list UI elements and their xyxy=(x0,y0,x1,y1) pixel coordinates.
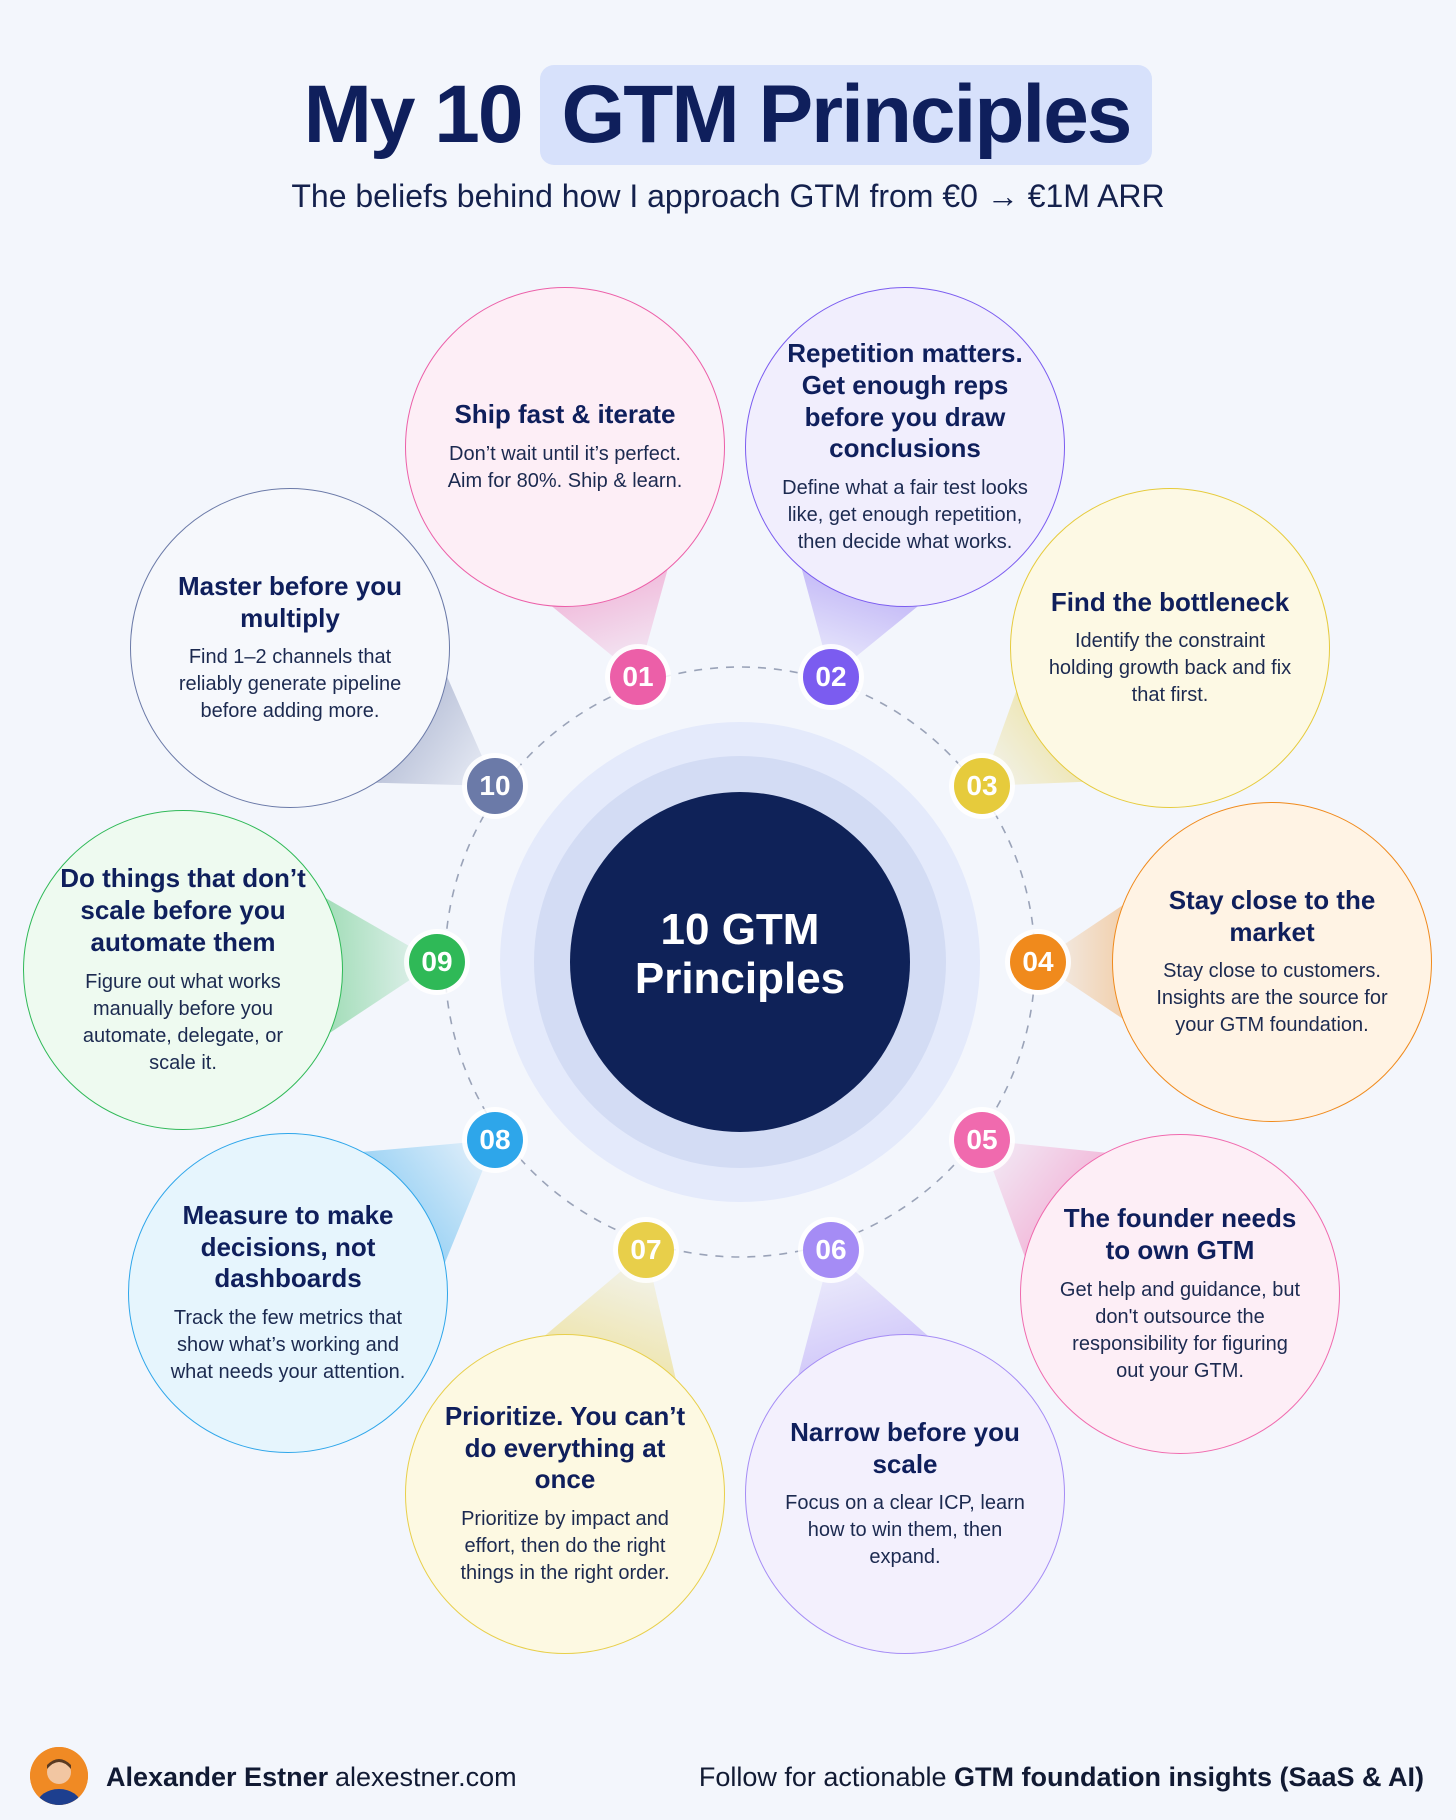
center-core xyxy=(570,792,910,1132)
principle-badge-05: 05 xyxy=(954,1112,1010,1168)
principle-description: Stay close to customers. Insights are th… xyxy=(1156,960,1388,1037)
principle-title: Prioritize. You can’t do everything at o… xyxy=(444,1400,686,1495)
principle-title: Find the bottleneck xyxy=(1050,586,1290,617)
page-subtitle: The beliefs behind how I approach GTM fr… xyxy=(291,178,1165,214)
principle-title: Master before you multiply xyxy=(178,570,402,633)
principle-badge-09: 09 xyxy=(409,934,465,990)
principle-description: Get help and guidance, but don't outsour… xyxy=(1059,1278,1301,1382)
title-prefix: My 10 xyxy=(303,69,524,160)
principle-title: Ship fast & iterate xyxy=(454,399,676,430)
principle-node-08: Measure to make decisions, not dashboard… xyxy=(128,1133,448,1453)
principle-node-09: Do things that don’t scale before you au… xyxy=(23,810,343,1130)
principle-description: Don’t wait until it’s perfect. Aim for 8… xyxy=(447,442,683,492)
follow-cta: Follow for actionable GTM foundation ins… xyxy=(699,1762,1424,1793)
title-highlight: GTM Principles xyxy=(539,65,1153,165)
principle-description: Prioritize by impact and effort, then do… xyxy=(460,1508,670,1585)
center-label: 10 GTM Principles xyxy=(570,905,910,1004)
principle-badge-07: 07 xyxy=(618,1222,674,1278)
principle-description: Define what a fair test looks like, get … xyxy=(782,476,1028,553)
principle-badge-02: 02 xyxy=(803,649,859,705)
author-name: Alexander Estner xyxy=(106,1762,329,1792)
page-title: My 10 GTM Principles xyxy=(0,60,1456,170)
principle-description: Figure out what works manually before yo… xyxy=(82,970,284,1074)
cta-prefix: Follow for actionable xyxy=(698,1762,947,1792)
principle-description: Find 1–2 channels that reliably generate… xyxy=(178,646,402,723)
principle-badge-06: 06 xyxy=(803,1222,859,1278)
principle-node-02: Repetition matters. Get enough reps befo… xyxy=(745,287,1065,607)
principle-title: Repetition matters. Get enough reps befo… xyxy=(787,338,1023,464)
center-label-line1: 10 GTM xyxy=(660,905,820,954)
center-label-line2: Principles xyxy=(634,954,846,1004)
principle-description: Identify the constraint holding growth b… xyxy=(1048,630,1292,707)
principle-badge-08: 08 xyxy=(467,1112,523,1168)
principle-title: Measure to make decisions, not dashboard… xyxy=(182,1199,394,1294)
principle-title: Do things that don’t scale before you au… xyxy=(60,863,306,957)
avatar xyxy=(30,1747,88,1805)
author-site-link[interactable]: alexestner.com xyxy=(335,1762,517,1792)
principle-badge-10: 10 xyxy=(467,758,523,814)
principle-title: Narrow before you scale xyxy=(790,1416,1020,1479)
cta-bold: GTM foundation insights (SaaS & AI) xyxy=(954,1762,1424,1792)
principle-badge-04: 04 xyxy=(1010,934,1066,990)
principle-title: The founder needs to own GTM xyxy=(1063,1203,1297,1265)
principle-badge-03: 03 xyxy=(954,758,1010,814)
principle-node-07: Prioritize. You can’t do everything at o… xyxy=(405,1334,725,1654)
principle-title: Stay close to the market xyxy=(1168,884,1376,947)
principle-description: Focus on a clear ICP, learn how to win t… xyxy=(785,1492,1025,1569)
principle-badge-01: 01 xyxy=(610,649,666,705)
principle-description: Track the few metrics that show what’s w… xyxy=(170,1307,406,1384)
principle-node-05: The founder needs to own GTM Get help and… xyxy=(1020,1134,1340,1454)
footer: Alexander Estner alexestner.com Follow f… xyxy=(0,1740,1456,1812)
